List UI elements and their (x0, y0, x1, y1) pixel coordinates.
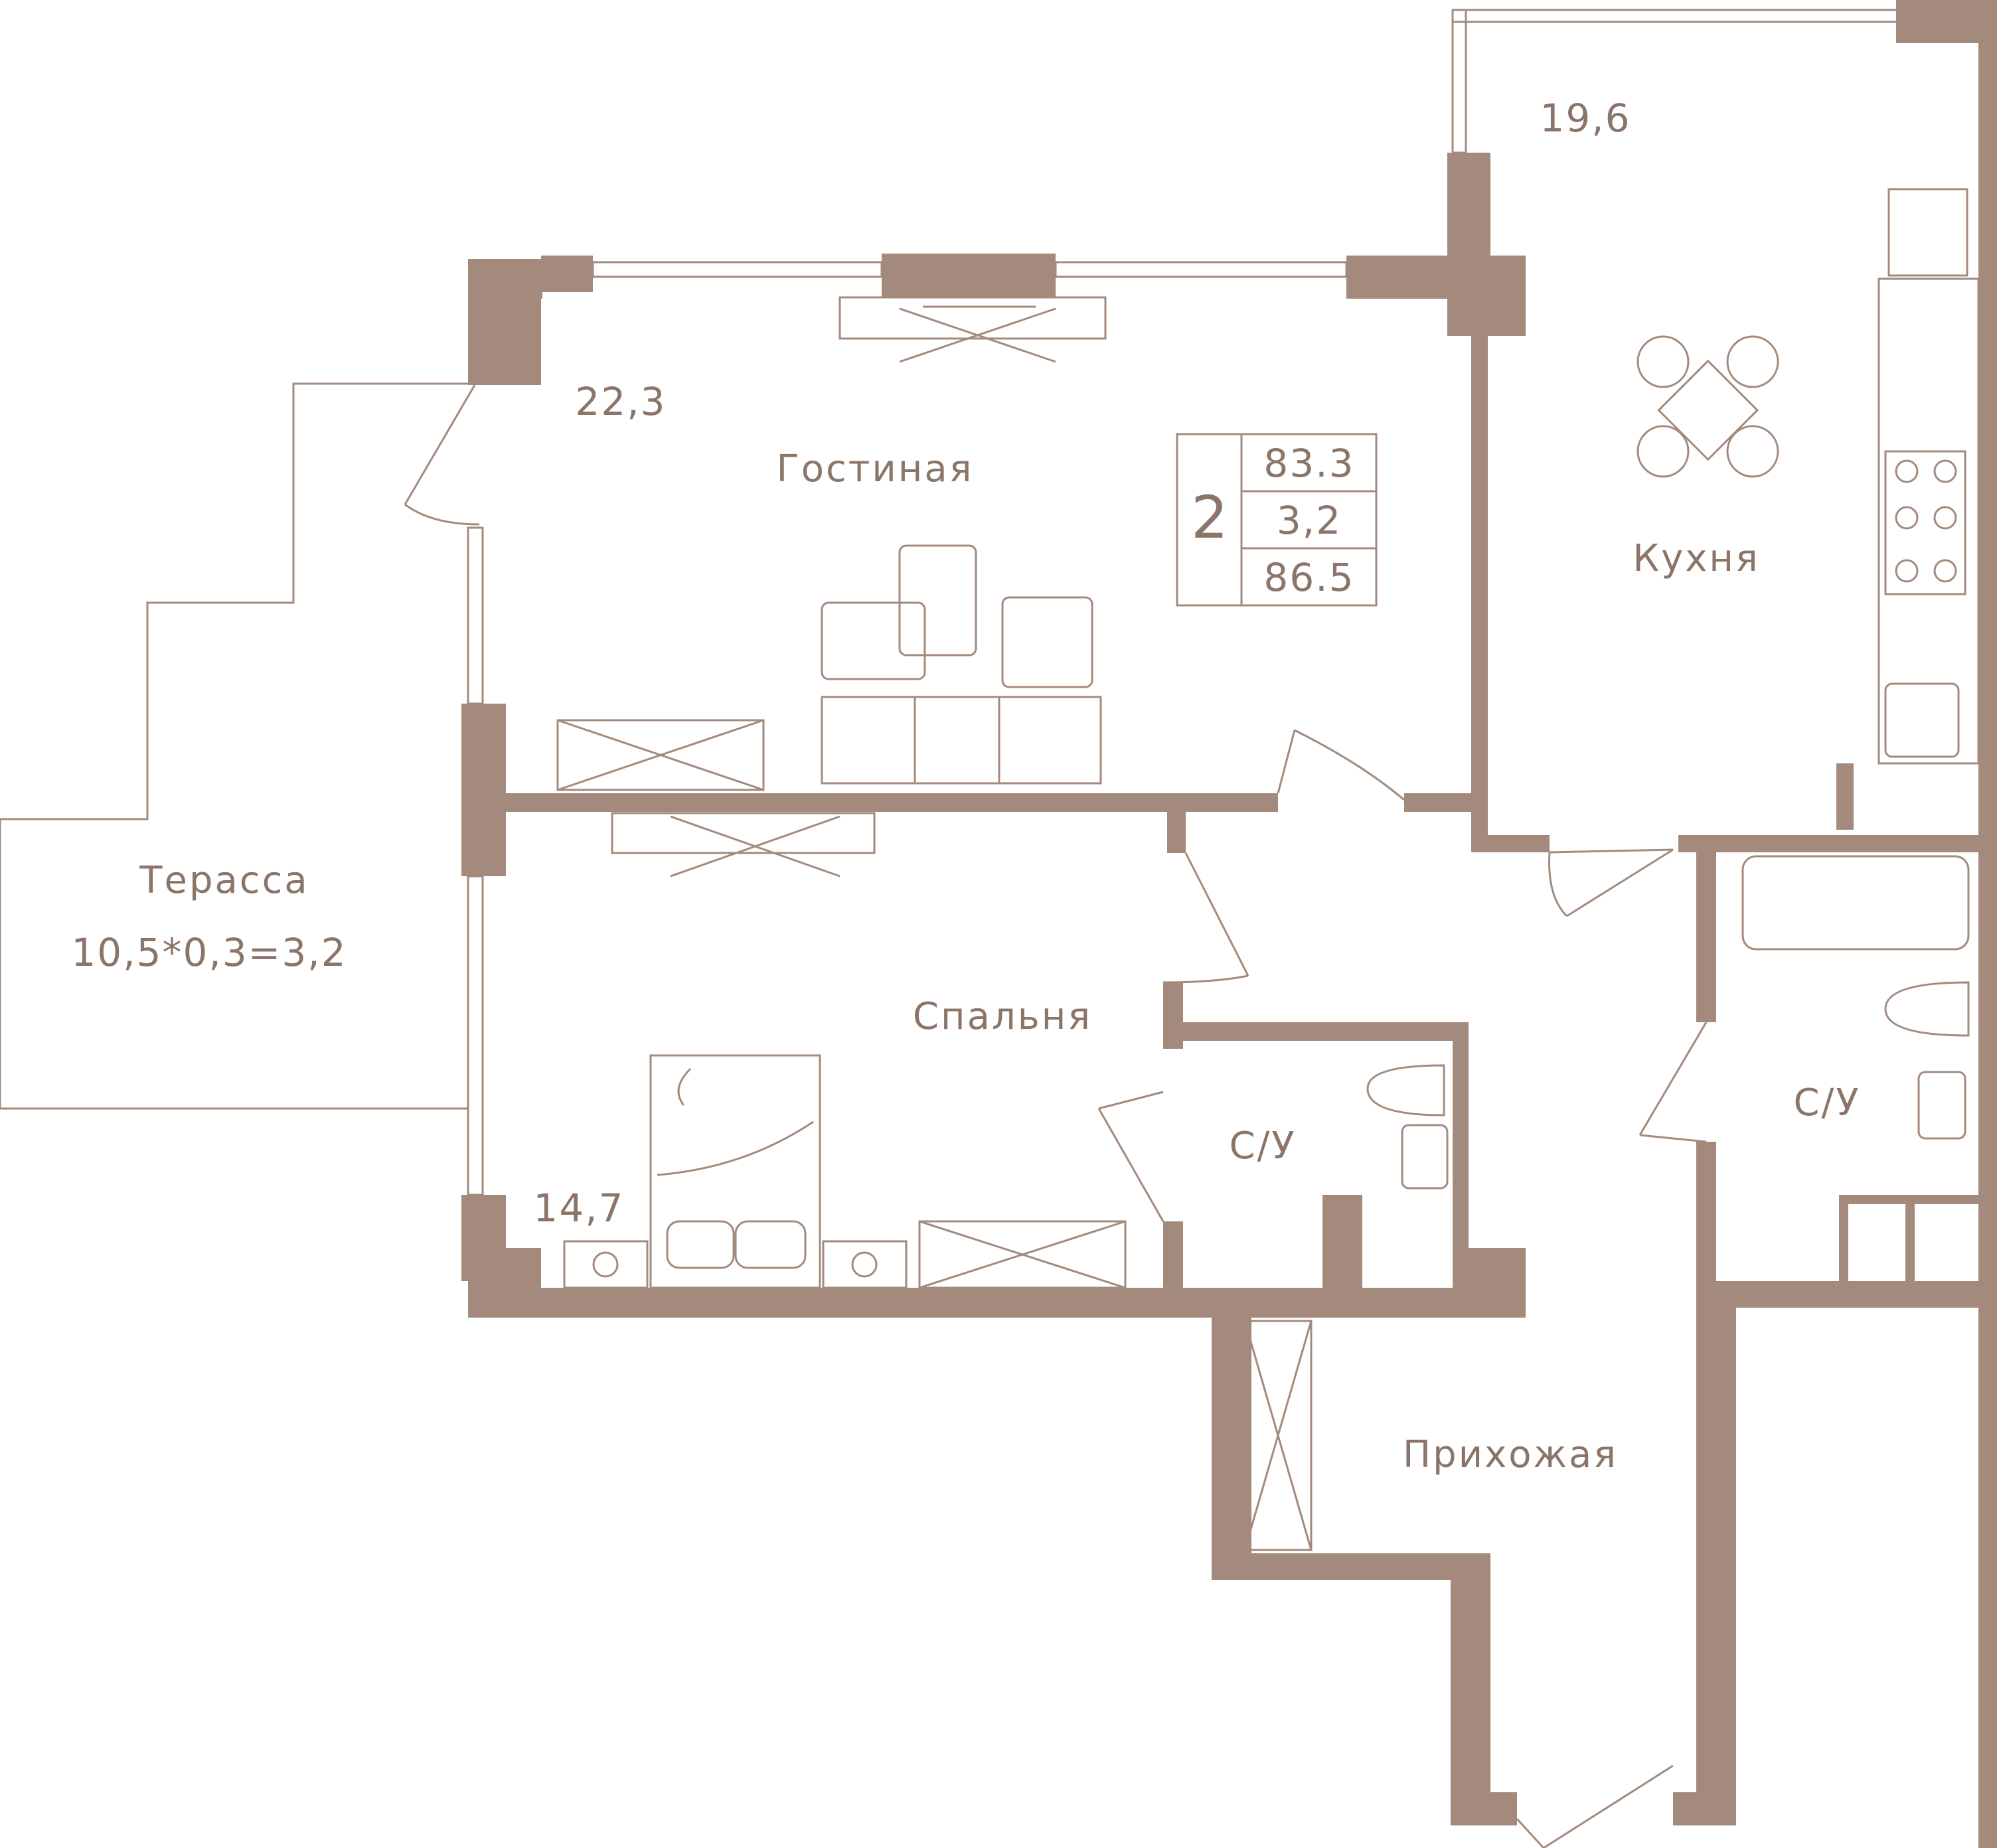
walls (461, 0, 1997, 1848)
terrace-formula: 10,5*0,3=3,2 (71, 930, 347, 975)
doors[interactable] (404, 384, 1708, 1848)
bed-icon (563, 1054, 908, 1289)
toilet-icon (1366, 1064, 1445, 1116)
living-area: 22,3 (575, 379, 666, 424)
room-labels: 22,3 Гостиная 19,6 Кухня Спальня 14,7 С/… (71, 96, 1860, 1476)
furniture (556, 188, 1980, 1551)
kitchen-area: 19,6 (1540, 96, 1631, 141)
bedroom-area: 14,7 (533, 1186, 624, 1231)
dining-table-icon (1637, 335, 1779, 478)
tv-stand-icon (839, 296, 1107, 363)
stove-icon (1884, 450, 1966, 595)
kitchen-sink-icon (1884, 682, 1960, 758)
bedroom-name: Спальня (913, 995, 1092, 1038)
terrace-name: Терасса (139, 859, 309, 902)
wardrobe-icon (556, 719, 765, 791)
bathroom-2-name: С/У (1793, 1081, 1860, 1124)
kitchen-name: Кухня (1633, 537, 1759, 580)
tv-stand-icon (611, 812, 876, 878)
sofa-icon (821, 544, 1102, 785)
living-name: Гостиная (777, 447, 974, 491)
washbasin-icon (1401, 1124, 1449, 1190)
windows (467, 9, 1899, 1196)
washbasin-icon (1917, 1071, 1966, 1140)
wardrobe-icon (1243, 1320, 1313, 1551)
wardrobe-icon (918, 1220, 1127, 1289)
area-total: 86.5 (1263, 555, 1354, 600)
summary-table: 2 83.3 3,2 86.5 (1176, 433, 1378, 607)
bathtub-icon (1741, 855, 1970, 951)
area-terrace: 3,2 (1277, 498, 1342, 543)
bathroom-1-name: С/У (1229, 1124, 1296, 1168)
toilet-icon (1884, 981, 1970, 1037)
area-living: 83.3 (1263, 441, 1354, 486)
room-count: 2 (1191, 483, 1228, 552)
terrace (0, 382, 468, 1110)
hallway-name: Прихожая (1403, 1433, 1618, 1476)
